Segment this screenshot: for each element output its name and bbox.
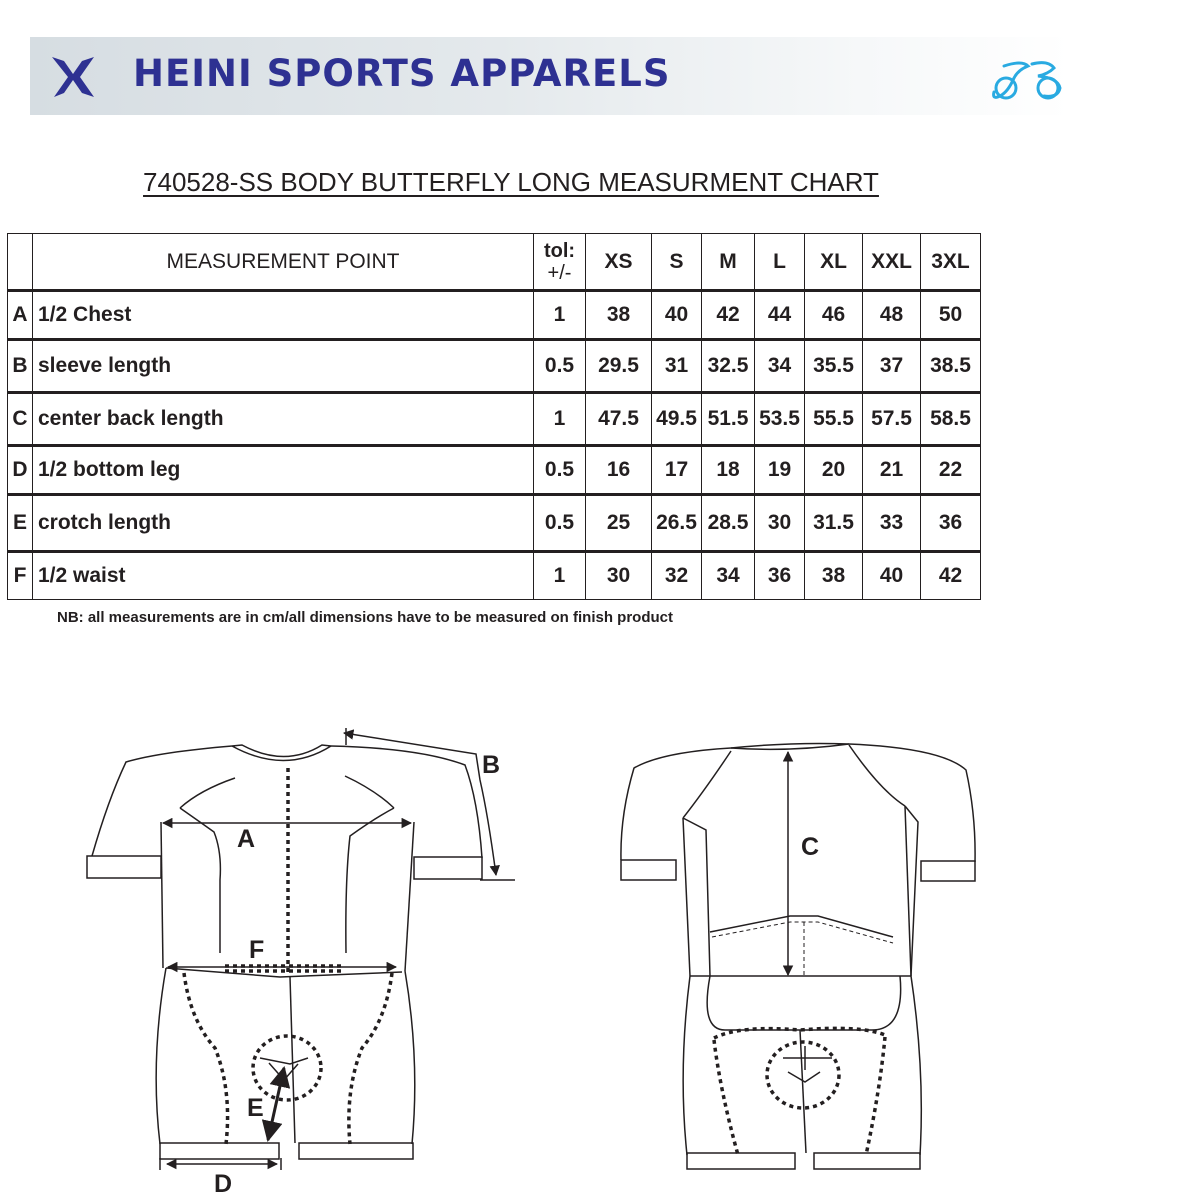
row-value-xxl: 48 — [862, 290, 921, 340]
chart-title: 740528-SS BODY BUTTERFLY LONG MEASURMENT… — [143, 167, 879, 197]
row-value-l: 30 — [754, 494, 805, 552]
row-value-xl: 46 — [804, 290, 863, 340]
row-letter: A — [7, 290, 33, 340]
table-row: D 1/2 bottom leg 0.5 16 17 18 19 20 21 2… — [7, 445, 981, 495]
table-header-row: MEASUREMENT POINT tol: +/- XS S M L XL X… — [7, 233, 981, 291]
row-value-xl: 35.5 — [804, 339, 863, 393]
row-value-xs: 25 — [585, 494, 652, 552]
row-value-3xl: 58.5 — [920, 392, 981, 446]
row-tolerance: 1 — [533, 290, 586, 340]
row-value-m: 34 — [701, 551, 755, 600]
header-size-3xl: 3XL — [920, 233, 981, 291]
back-view-garment — [620, 742, 976, 1170]
header-letter-cell — [7, 233, 33, 291]
row-value-3xl: 42 — [920, 551, 981, 600]
row-point: 1/2 Chest — [32, 290, 534, 340]
diagram-label-f: F — [249, 936, 264, 964]
row-value-m: 28.5 — [701, 494, 755, 552]
row-letter: F — [7, 551, 33, 600]
front-view-garment — [86, 744, 483, 1160]
row-value-s: 32 — [651, 551, 702, 600]
row-value-l: 19 — [754, 445, 805, 495]
row-value-xl: 20 — [804, 445, 863, 495]
row-value-xl: 31.5 — [804, 494, 863, 552]
row-value-m: 42 — [701, 290, 755, 340]
header-tol-line1: tol: — [543, 239, 576, 262]
header-size-m: M — [701, 233, 755, 291]
back-view-inner-seams — [711, 921, 894, 976]
brand-logo-icon — [52, 57, 94, 97]
row-tolerance: 0.5 — [533, 339, 586, 393]
measurement-note: NB: all measurements are in cm/all dimen… — [57, 609, 673, 626]
measurement-table: MEASUREMENT POINT tol: +/- XS S M L XL X… — [7, 233, 981, 600]
row-value-s: 17 — [651, 445, 702, 495]
row-value-xl: 55.5 — [804, 392, 863, 446]
row-letter: C — [7, 392, 33, 446]
row-value-3xl: 22 — [920, 445, 981, 495]
diagram-label-d: D — [214, 1170, 232, 1194]
header-size-xs: XS — [585, 233, 652, 291]
row-value-xs: 30 — [585, 551, 652, 600]
row-point: 1/2 waist — [32, 551, 534, 600]
row-point: 1/2 bottom leg — [32, 445, 534, 495]
header-size-xxl: XXL — [862, 233, 921, 291]
brand-banner — [30, 37, 1070, 115]
row-tolerance: 0.5 — [533, 494, 586, 552]
row-value-xs: 47.5 — [585, 392, 652, 446]
diagram-label-e: E — [247, 1094, 264, 1122]
front-view-measure-lines — [159, 728, 515, 1170]
row-value-xl: 38 — [804, 551, 863, 600]
table-row: C center back length 1 47.5 49.5 51.5 53… — [7, 392, 981, 446]
row-value-xs: 38 — [585, 290, 652, 340]
row-value-xs: 16 — [585, 445, 652, 495]
row-value-m: 18 — [701, 445, 755, 495]
row-value-l: 44 — [754, 290, 805, 340]
row-letter: D — [7, 445, 33, 495]
row-value-s: 49.5 — [651, 392, 702, 446]
brand-name: HEINI SPORTS APPARELS — [133, 52, 671, 95]
row-value-xxl: 21 — [862, 445, 921, 495]
header-tol-line2: +/- — [547, 261, 572, 284]
row-value-3xl: 50 — [920, 290, 981, 340]
row-value-l: 34 — [754, 339, 805, 393]
table-row: A 1/2 Chest 1 38 40 42 44 46 48 50 — [7, 290, 981, 340]
row-letter: E — [7, 494, 33, 552]
header-measurement-point: MEASUREMENT POINT — [32, 233, 534, 291]
diagram-label-c: C — [801, 833, 819, 861]
header-size-xl: XL — [804, 233, 863, 291]
row-tolerance: 0.5 — [533, 445, 586, 495]
garment-diagram: A B C D E F — [86, 728, 976, 1194]
row-value-xxl: 33 — [862, 494, 921, 552]
row-value-l: 36 — [754, 551, 805, 600]
row-value-s: 26.5 — [651, 494, 702, 552]
row-point: crotch length — [32, 494, 534, 552]
row-value-3xl: 36 — [920, 494, 981, 552]
back-view-seams — [712, 1026, 887, 1156]
row-point: center back length — [32, 392, 534, 446]
diagram-label-a: A — [237, 825, 255, 853]
row-value-xs: 29.5 — [585, 339, 652, 393]
row-value-m: 32.5 — [701, 339, 755, 393]
table-row: B sleeve length 0.5 29.5 31 32.5 34 35.5… — [7, 339, 981, 393]
row-tolerance: 1 — [533, 392, 586, 446]
cyclist-logo-icon — [992, 61, 1062, 100]
row-letter: B — [7, 339, 33, 393]
table-row: F 1/2 waist 1 30 32 34 36 38 40 42 — [7, 551, 981, 600]
header-tolerance: tol: +/- — [533, 233, 586, 291]
diagram-label-b: B — [482, 751, 500, 779]
row-value-s: 31 — [651, 339, 702, 393]
row-value-s: 40 — [651, 290, 702, 340]
row-value-xxl: 57.5 — [862, 392, 921, 446]
header-size-l: L — [754, 233, 805, 291]
row-value-3xl: 38.5 — [920, 339, 981, 393]
row-tolerance: 1 — [533, 551, 586, 600]
table-row: E crotch length 0.5 25 26.5 28.5 30 31.5… — [7, 494, 981, 552]
row-value-xxl: 40 — [862, 551, 921, 600]
row-value-xxl: 37 — [862, 339, 921, 393]
header-size-s: S — [651, 233, 702, 291]
row-point: sleeve length — [32, 339, 534, 393]
front-view-seams — [182, 768, 394, 1145]
row-value-l: 53.5 — [754, 392, 805, 446]
row-value-m: 51.5 — [701, 392, 755, 446]
